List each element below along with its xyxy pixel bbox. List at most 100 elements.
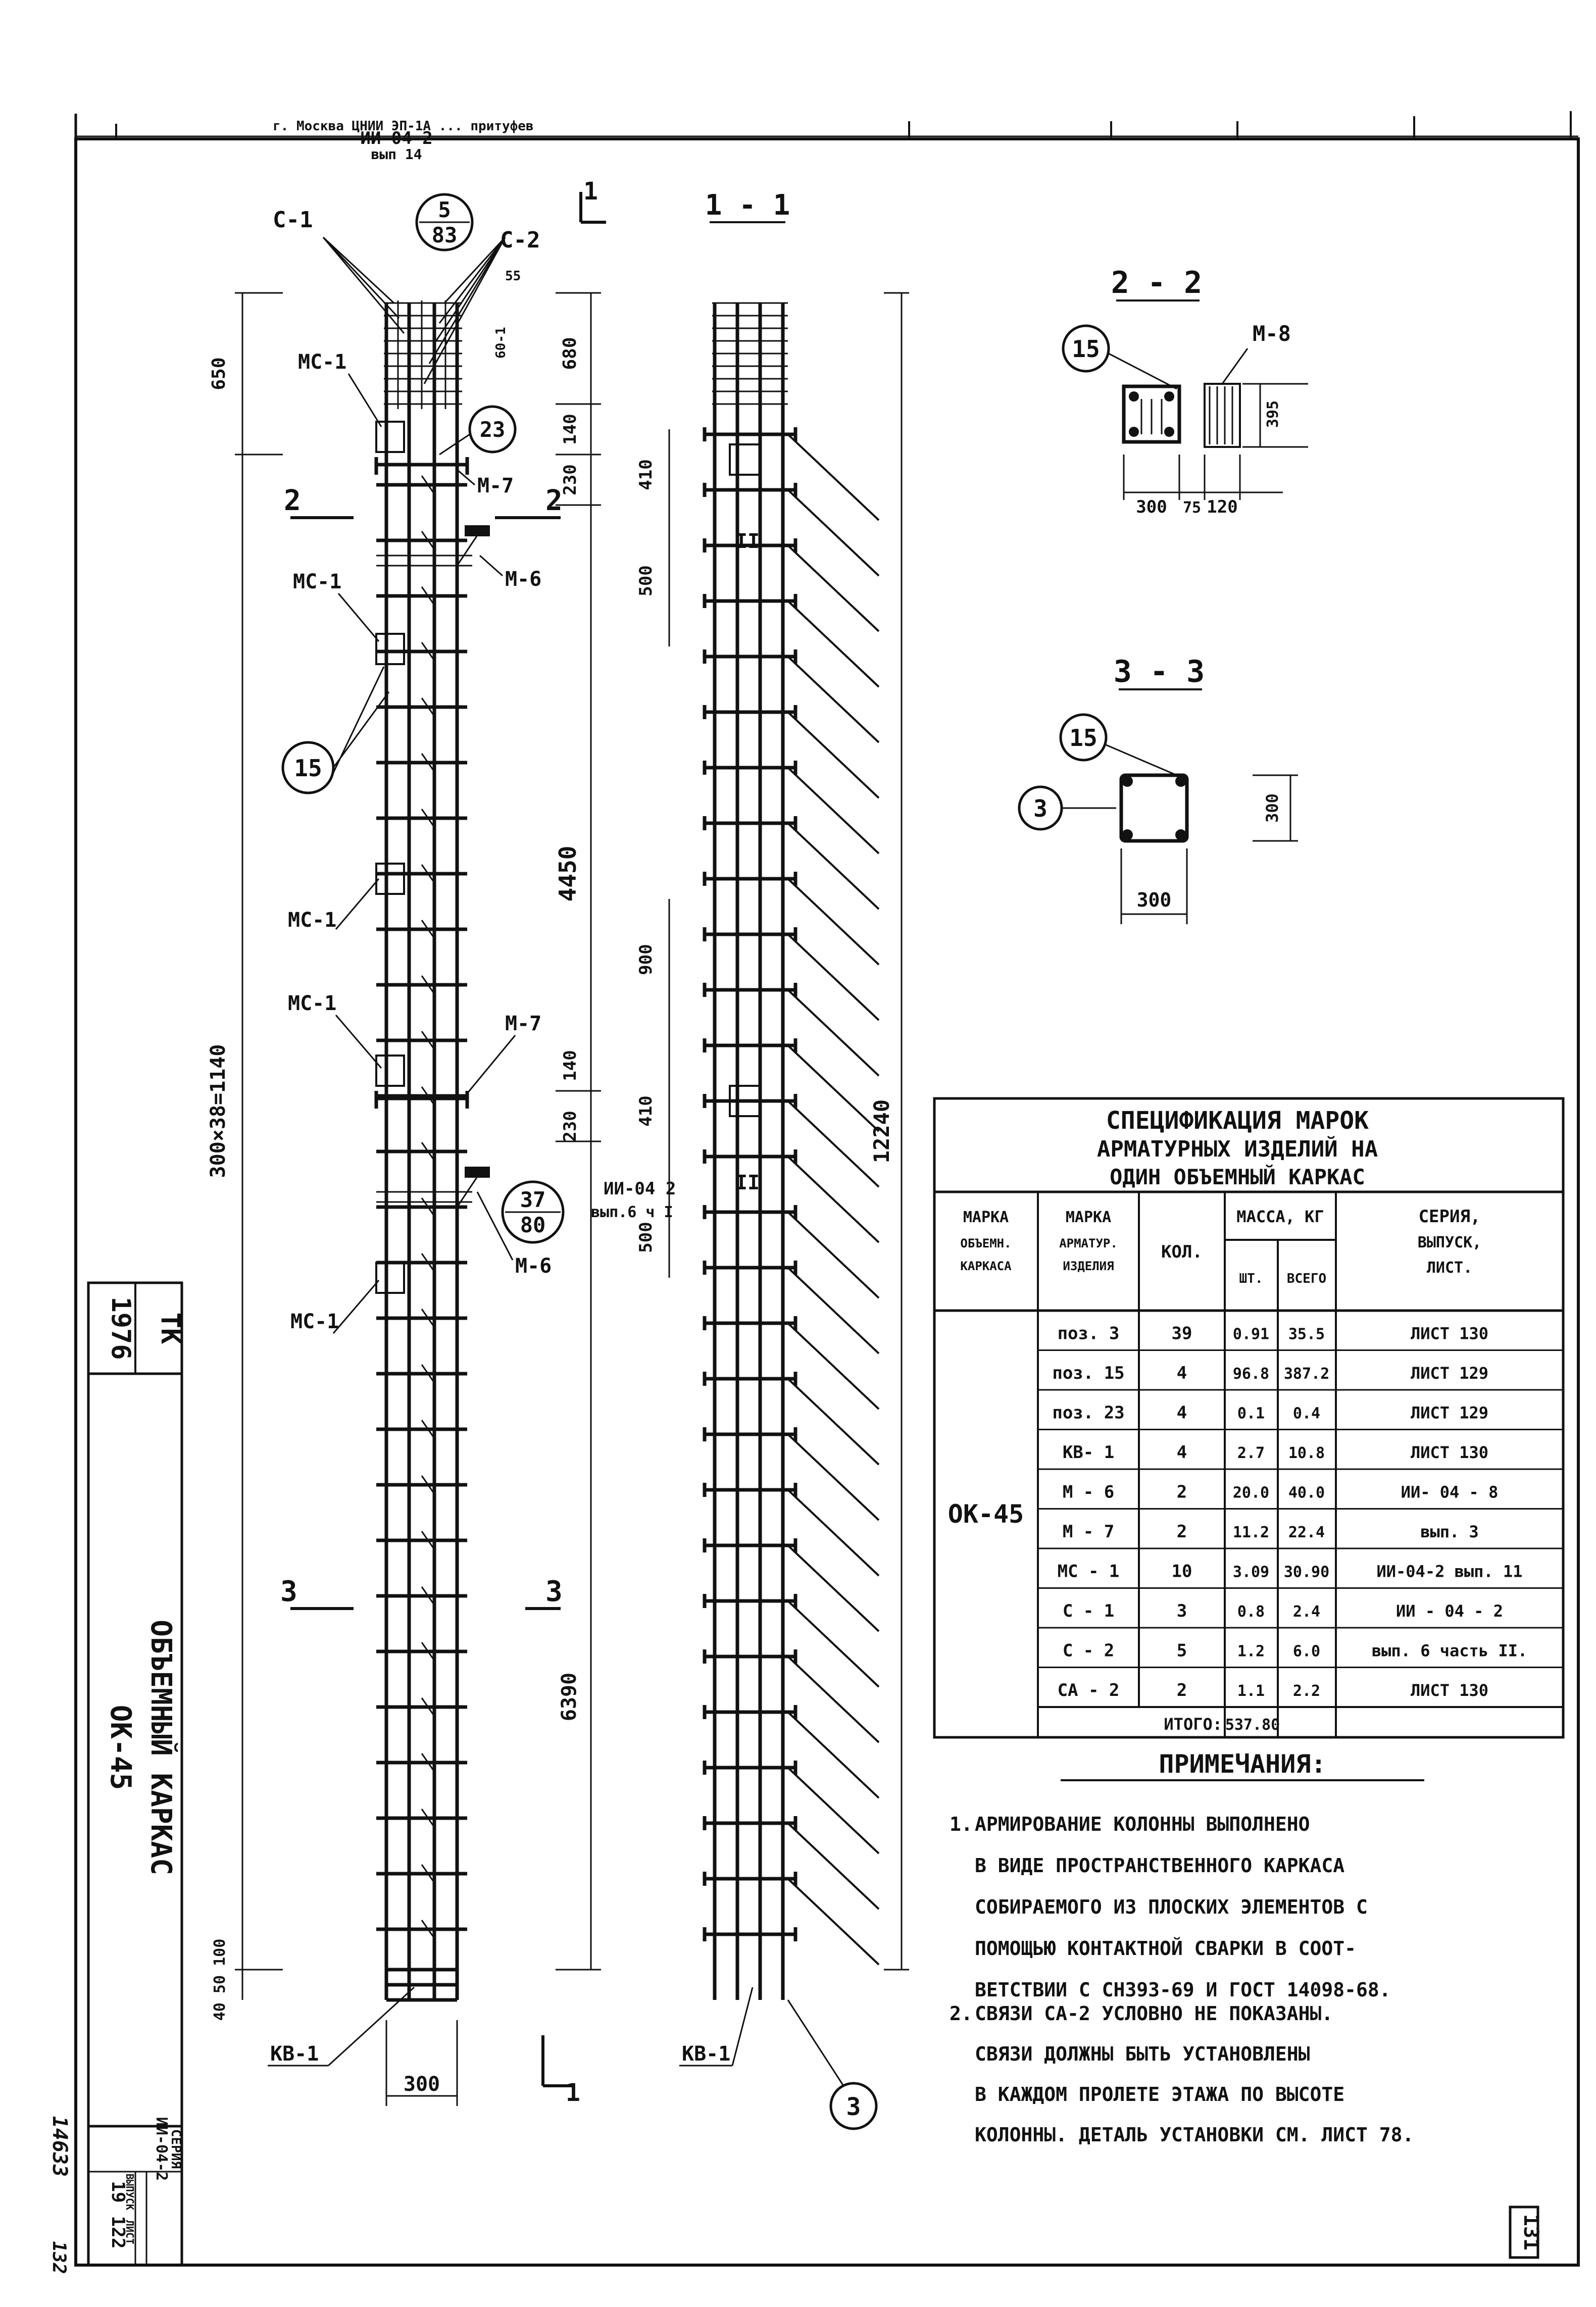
label-m7-b: М-7 [505, 1012, 541, 1035]
spec-h-mass-pc: ШТ. [1239, 1271, 1263, 1286]
stirrup-tick-25 [421, 1864, 435, 1883]
hatch-3 [787, 600, 880, 688]
spec-cell-item-6: МС - 1 [1058, 1562, 1120, 1582]
spec-cell-qty-6: 10 [1172, 1562, 1192, 1582]
archive-number: 14633 [48, 2116, 71, 2177]
ref-side: ИИ-04 2 [604, 1179, 676, 1199]
cut-1-bottom: 1 [566, 2079, 580, 2107]
spec-cell-ref-9: ЛИСТ 130 [1411, 1681, 1488, 1700]
note-1-line-1: В ВИДЕ ПРОСТРАНСТВЕННОГО КАРКАСА [975, 1854, 1344, 1877]
stirrup-tick-7 [421, 864, 435, 883]
stirrup-tick-14 [421, 1253, 435, 1272]
header-text: г. Москва ЦНИИ ЭП-1А ... притуфев [273, 119, 534, 134]
spec-cell-qty-5: 2 [1177, 1522, 1187, 1542]
spec-cell-pc-0: 0.91 [1233, 1326, 1269, 1343]
stirrup-tick-3 [421, 642, 435, 661]
hatch-19 [787, 1489, 880, 1577]
spec-cell-item-7: С - 1 [1063, 1601, 1114, 1621]
section-3-3: 3 - 3 15 3 300 300 [1018, 654, 1298, 924]
page-number: 131 [1519, 2214, 1542, 2250]
stamp-series-label: СЕРИЯ [168, 2129, 183, 2169]
mark-23-circle [468, 405, 517, 454]
spec-total-value: 537.80 [1225, 1716, 1280, 1734]
section-1-1-title: 1 - 1 [705, 189, 790, 222]
s22-mark-15: 15 [1072, 335, 1100, 363]
mark-5-83-circle [415, 193, 474, 252]
stirrup-tick-19 [421, 1531, 435, 1550]
dim-6390: 6390 [558, 1673, 581, 1721]
s22-dim-120: 120 [1207, 497, 1237, 517]
stirrup-tick-20 [421, 1586, 435, 1606]
stamp-year: 1976 [106, 1296, 136, 1360]
sec-dim-12240: 12240 [869, 1099, 894, 1163]
spec-cell-item-9: СА - 2 [1058, 1680, 1120, 1700]
spec-cell-ref-4: ИИ- 04 - 8 [1401, 1483, 1499, 1502]
mark-3-circle [829, 2082, 878, 2130]
c2-small-dim: 55 [505, 269, 521, 284]
plate-mc1-5 [375, 1262, 405, 1294]
note-1-line-2: СОБИРАЕМОГО ИЗ ПЛОСКИХ ЭЛЕМЕНТОВ С [975, 1896, 1368, 1918]
stirrup-tick-15 [421, 1309, 435, 1328]
hatch-9 [787, 933, 880, 1021]
sec-dim-410-a: 410 [636, 459, 656, 490]
stirrup-tick-26 [421, 1920, 435, 1939]
dim-4450: 4450 [554, 846, 581, 902]
hatch-5 [787, 711, 880, 799]
spec-cell-pc-1: 96.8 [1233, 1365, 1269, 1383]
spec-cell-pc-4: 20.0 [1233, 1484, 1269, 1502]
stirrup-tick-2 [421, 586, 435, 606]
stirrup-tick-8 [421, 920, 435, 939]
note-1-line-4: ВЕТСТВИИ С СН393-69 И ГОСТ 14098-68. [975, 1979, 1391, 2001]
stirrup-tick-11 [421, 1086, 435, 1106]
hatch-8 [787, 878, 880, 966]
label-m6-b: М-6 [515, 1255, 552, 1278]
stamp-tk: ТК [155, 1313, 185, 1344]
spec-cell-item-3: КВ- 1 [1063, 1442, 1114, 1463]
section-bracket: II [735, 1171, 760, 1194]
elevation-stirrups [376, 475, 467, 1939]
hatch-11 [787, 1044, 880, 1132]
stirrup-tick-18 [421, 1475, 435, 1494]
spec-cell-qty-3: 4 [1177, 1442, 1187, 1463]
section-stirrups [703, 427, 797, 1941]
hatch-17 [787, 1378, 880, 1466]
hatch-18 [787, 1433, 880, 1521]
c2-small-dim2: 60-1 [493, 327, 509, 359]
dim-230-a: 230 [560, 464, 580, 495]
stamp-sheet-value: 122 [108, 2216, 128, 2248]
hatch-13 [787, 1156, 880, 1243]
spec-h-col1-l1: МАРКА [963, 1209, 1009, 1226]
s33-mark-15: 15 [1069, 724, 1097, 751]
section-bracket-top: II [735, 530, 760, 553]
spec-cell-qty-9: 2 [1177, 1680, 1187, 1700]
bottom-number: 132 [48, 2241, 69, 2274]
spec-title-2: АРМАТУРНЫХ ИЗДЕЛИЙ НА [1097, 1135, 1378, 1162]
spec-h-ref-l3: ЛИСТ. [1427, 1259, 1472, 1277]
stirrup-tick-12 [421, 1142, 435, 1161]
label-c1: С-1 [273, 207, 313, 233]
mark-5: 5 [438, 197, 451, 222]
column-elevation [374, 300, 490, 2002]
stirrup-tick-23 [421, 1753, 435, 1772]
spec-cell-ref-0: ЛИСТ 130 [1411, 1324, 1488, 1343]
spec-header: МАРКА ОБЪЕМН. КАРКАСА МАРКА АРМАТУР. ИЗД… [960, 1207, 1481, 1286]
spec-cell-item-4: М - 6 [1063, 1482, 1114, 1502]
dim-230-b: 230 [560, 1111, 580, 1141]
s33-mark-15-circle [1059, 713, 1108, 762]
note-2-line-0: СВЯЗИ СА-2 УСЛОВНО НЕ ПОКАЗАНЫ. [975, 2002, 1333, 2025]
spec-h-col2-l2: АРМАТУР. [1059, 1236, 1118, 1250]
spec-cell-pc-5: 11.2 [1233, 1524, 1269, 1541]
stirrup-tick-1 [421, 531, 435, 550]
sec-dim-500-b: 500 [636, 1222, 656, 1252]
spec-cell-total-4: 40.0 [1288, 1484, 1325, 1502]
spec-title-1: СПЕЦИФИКАЦИЯ МАРОК [1106, 1107, 1369, 1135]
s22-dim-395: 395 [1264, 400, 1282, 428]
section-3-3-title: 3 - 3 [1114, 654, 1205, 689]
stamp-sheet-label: ЛИСТ [124, 2220, 136, 2244]
s33-mark-3: 3 [1033, 795, 1048, 822]
elevation-annotations: С-1 С-2 55 60-1 5 83 ИИ-04-2 вып 14 МС-1… [268, 128, 676, 2067]
ref-top: ИИ-04-2 [360, 128, 432, 148]
spec-cell-qty-1: 4 [1177, 1363, 1187, 1383]
note-2-line-2: В КАЖДОМ ПРОЛЕТЕ ЭТАЖА ПО ВЫСОТЕ [975, 2083, 1344, 2105]
